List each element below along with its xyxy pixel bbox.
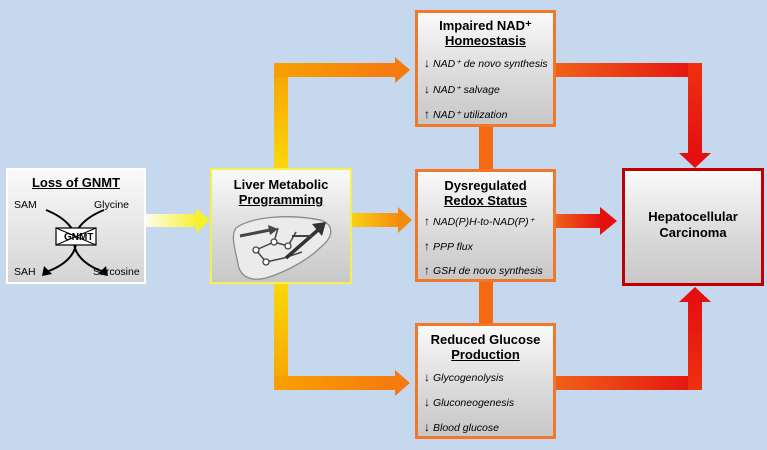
arrow-liver-to-glucose [274, 284, 410, 396]
nad-item: ↓NAD⁺ de novo synthesis [424, 56, 548, 70]
nad-box: Impaired NAD⁺ Homeostasis ↓NAD⁺ de novo … [415, 10, 556, 127]
sam-label: SAM [14, 199, 37, 211]
redox-item: ↑PPP flux [424, 239, 473, 253]
sarcosine-label: Sarcosine [93, 266, 140, 278]
arrow-redox-to-hcc [556, 207, 617, 235]
liver-icon [232, 216, 332, 280]
arrow-glucose-to-hcc [556, 287, 711, 390]
nad-title: Impaired NAD⁺ Homeostasis [439, 18, 532, 48]
gnmt-title: Loss of GNMT [31, 175, 121, 190]
arrow-nad-to-hcc [556, 63, 711, 168]
glucose-title: Reduced Glucose Production [430, 332, 541, 362]
glucose-item: ↓Glycogenolysis [424, 370, 504, 384]
arrow-gnmt-to-liver [146, 208, 210, 233]
redox-item: ↑GSH de novo synthesis [424, 263, 543, 277]
redox-box: Dysregulated Redox Status ↑NAD(P)H-to-NA… [415, 169, 556, 282]
arrow-liver-to-redox [352, 207, 412, 233]
hcc-box: Hepatocellular Carcinoma [622, 168, 764, 286]
gnmt-enzyme-label: GNMT [64, 232, 94, 243]
connector-nad-redox [479, 127, 493, 171]
redox-item: ↑NAD(P)H-to-NAD(P)⁺ [424, 214, 535, 228]
glucose-item: ↓Gluconeogenesis [424, 395, 515, 409]
gnmt-box: Loss of GNMT SAM Glycine SAH Sarcosine G… [6, 168, 146, 284]
gnmt-reaction-diagram [42, 209, 108, 276]
liver-title: Liver Metabolic Programming [233, 177, 329, 207]
nad-item: ↑NAD⁺ utilization [424, 107, 508, 121]
connector-redox-glucose [479, 282, 493, 324]
arrow-liver-to-nad [274, 57, 410, 170]
glucose-box: Reduced Glucose Production ↓Glycogenolys… [415, 323, 556, 439]
sah-label: SAH [14, 266, 36, 278]
redox-title: Dysregulated Redox Status [443, 178, 528, 208]
hcc-title: Hepatocellular Carcinoma [648, 209, 738, 240]
glycine-label: Glycine [94, 199, 130, 211]
glucose-item: ↓Blood glucose [424, 420, 499, 434]
liver-box: Liver Metabolic Programming [210, 168, 352, 284]
nad-item: ↓NAD⁺ salvage [424, 82, 500, 96]
